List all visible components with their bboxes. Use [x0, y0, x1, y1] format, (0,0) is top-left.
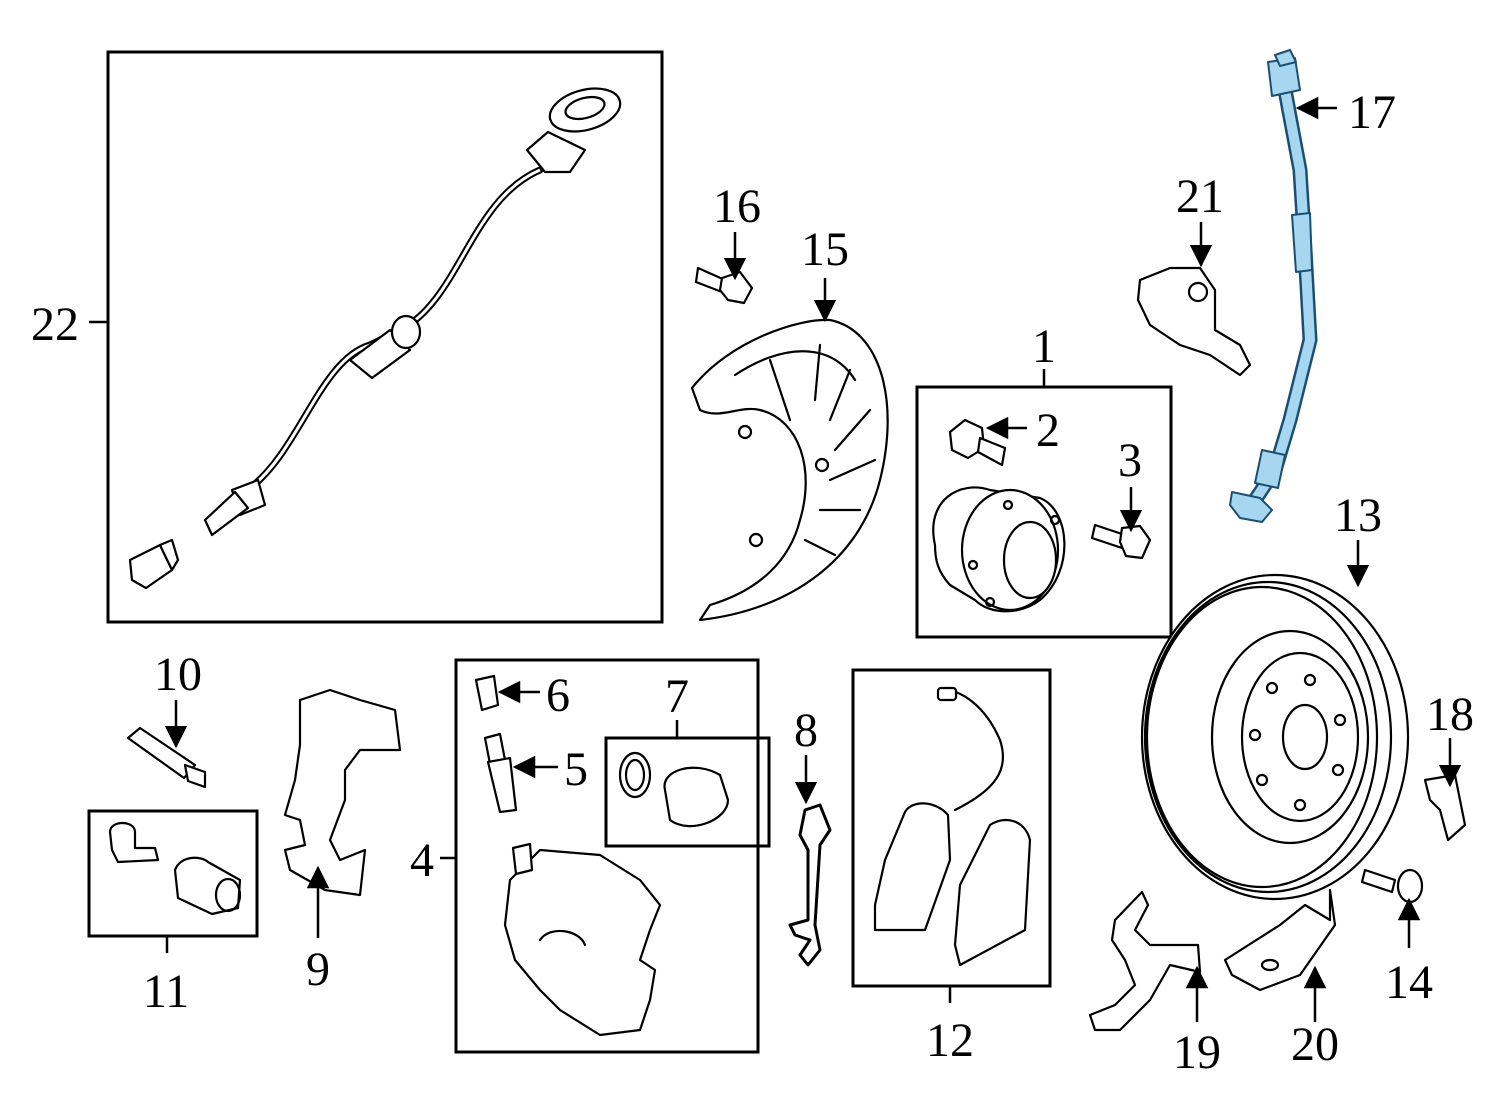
bolt-2-illustration — [948, 418, 1007, 467]
callout-21: 21 — [1176, 170, 1224, 223]
callout-18: 18 — [1426, 688, 1474, 741]
callout-11: 11 — [143, 965, 189, 1018]
callout-15: 15 — [801, 223, 849, 276]
wheel-hub-illustration — [932, 486, 1066, 613]
sensor-21-illustration — [1136, 266, 1252, 377]
caliper-illustration — [503, 842, 662, 1037]
callout-20: 20 — [1291, 1018, 1339, 1071]
callout-8: 8 — [794, 704, 818, 757]
callout-12: 12 — [926, 1014, 974, 1067]
seal-kit-7-illustration — [618, 751, 730, 828]
group-box-12 — [851, 668, 1052, 988]
bolt-16-illustration — [694, 266, 754, 305]
callout-9: 9 — [306, 943, 330, 996]
bracket-19-illustration — [1088, 890, 1202, 1032]
clip-spring-8-illustration — [788, 803, 832, 967]
callout-4: 4 — [410, 834, 434, 887]
group-box-7 — [604, 736, 771, 848]
leader-lines — [89, 96, 1462, 1022]
clip-18-illustration — [1423, 773, 1467, 842]
guide-pin-10-illustration — [126, 726, 207, 789]
callout-14: 14 — [1385, 956, 1433, 1009]
callout-2: 2 — [1036, 404, 1060, 457]
callout-3: 3 — [1118, 434, 1142, 487]
caliper-bracket-9-illustration — [283, 688, 402, 897]
group-box-4 — [454, 658, 760, 1054]
callout-22: 22 — [31, 298, 79, 351]
brake-rotor-illustration — [1140, 573, 1410, 901]
group-box-22 — [106, 50, 664, 624]
callout-6: 6 — [546, 669, 570, 722]
bracket-20-illustration — [1223, 888, 1337, 992]
bushing-kit-11-illustration — [108, 821, 242, 916]
group-box-11 — [87, 809, 259, 938]
brake-pads-illustration — [873, 686, 1032, 967]
callout-16: 16 — [713, 180, 761, 233]
callout-13: 13 — [1334, 489, 1382, 542]
bleeder-screw-5-illustration — [483, 732, 518, 814]
callout-1: 1 — [1032, 320, 1056, 373]
cap-6-illustration — [474, 674, 500, 712]
callout-10: 10 — [154, 648, 202, 701]
bolt-3-illustration — [1090, 523, 1152, 560]
dust-shield-illustration — [690, 318, 889, 622]
callout-19: 19 — [1173, 1026, 1221, 1079]
callout-17: 17 — [1348, 86, 1396, 139]
brake-hose-illustration — [1229, 49, 1318, 523]
callout-labels: 1 2 3 4 5 6 7 8 9 10 11 12 13 14 15 16 1… — [31, 86, 1474, 1079]
callout-7: 7 — [665, 670, 689, 723]
screw-14-illustration — [1360, 868, 1424, 904]
callout-5: 5 — [564, 743, 588, 796]
wheel-speed-sensor-illustration — [128, 87, 622, 590]
